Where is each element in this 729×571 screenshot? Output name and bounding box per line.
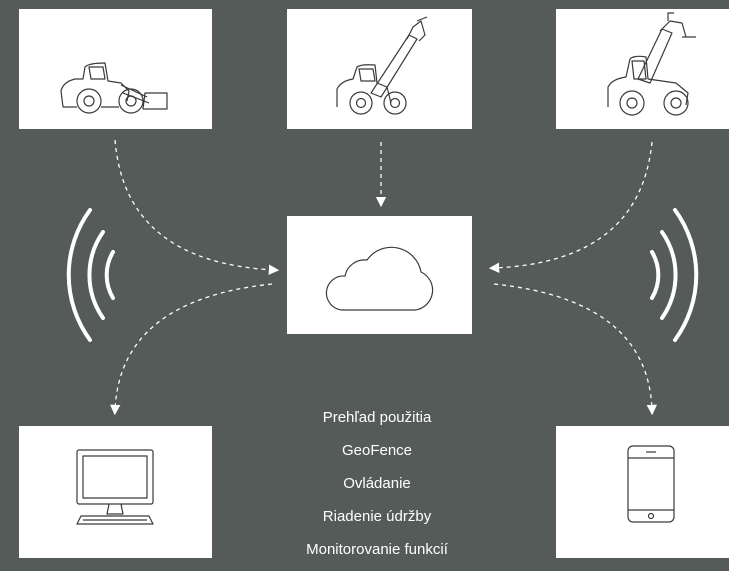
wireless-signal-right-icon <box>650 208 699 342</box>
telehandler-large-card <box>556 9 729 129</box>
arrow-loader-to-cloud <box>114 139 280 275</box>
telehandler-small-card <box>287 9 472 129</box>
feature-item: Prehľad použitia <box>322 409 432 426</box>
feature-list: Prehľad použitia GeoFence Ovládanie Riad… <box>272 406 482 571</box>
telehandler-small-icon <box>336 16 428 115</box>
feature-item: GeoFence <box>341 442 413 459</box>
arrow-cloud-to-computer <box>110 283 273 416</box>
feature-item: Monitorovanie funkcií <box>306 541 448 558</box>
wheel-loader-card <box>19 9 212 129</box>
cloud-icon <box>325 246 434 311</box>
arrow-cloud-to-phone <box>493 283 658 416</box>
arrow-large-telehandler-to-cloud <box>488 141 653 273</box>
smartphone-icon <box>627 445 675 523</box>
desktop-computer-icon <box>76 449 154 525</box>
desktop-computer-card <box>19 426 212 558</box>
wireless-signal-left-icon <box>66 208 115 342</box>
feature-item: Ovládanie <box>343 475 411 492</box>
feature-item: Riadenie údržby <box>322 508 432 525</box>
smartphone-card <box>556 426 729 558</box>
wheel-loader-icon <box>60 62 168 114</box>
connection-arrows <box>66 139 699 416</box>
cloud-card <box>287 216 472 334</box>
telehandler-large-icon <box>607 12 696 116</box>
